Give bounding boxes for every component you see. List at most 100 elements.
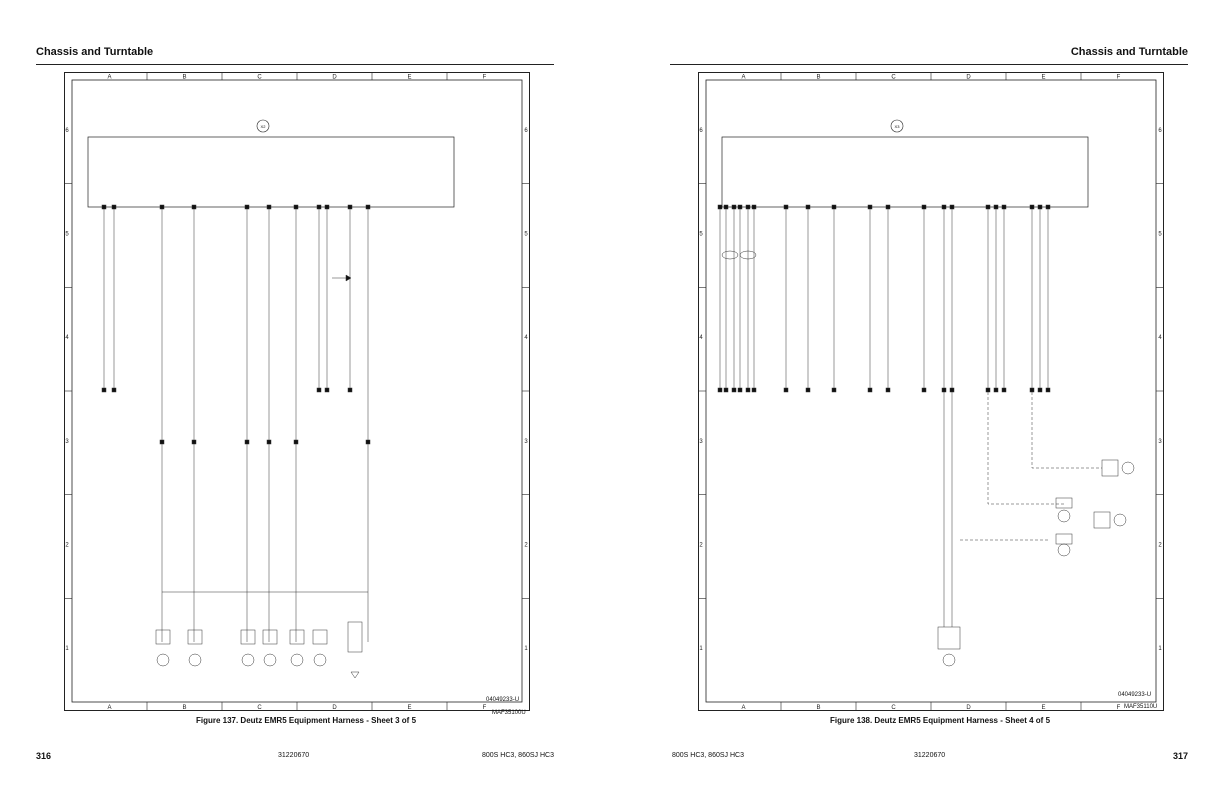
connector-pin [783, 204, 789, 210]
grid-column-label: E [1041, 75, 1045, 81]
grid-row-label: 5 [524, 232, 528, 238]
grid-row-label: 6 [699, 128, 703, 134]
grid-column-label: B [816, 75, 820, 81]
connector-pin [111, 204, 117, 210]
grid-row-label: 3 [1158, 439, 1162, 445]
connector-pin [885, 387, 891, 393]
drawing-number: 04049233-U [486, 697, 520, 703]
connector-id: X3 [895, 124, 901, 129]
component-callout [313, 653, 327, 667]
doc-number: 31220670 [914, 752, 946, 759]
grid-column-label: B [182, 75, 186, 81]
doc-number: 31220670 [278, 752, 310, 759]
connector-pin [101, 204, 107, 210]
grid-column-label: C [891, 75, 896, 81]
grid-column-label: F [1117, 705, 1121, 711]
connector-pin [921, 387, 927, 393]
connector-pin [867, 204, 873, 210]
connector-pin [244, 439, 250, 445]
connector-pin [191, 439, 197, 445]
component-callout [1057, 543, 1071, 557]
connector-pin [1001, 204, 1007, 210]
figure-caption: Figure 138. Deutz EMR5 Equipment Harness… [829, 716, 1051, 725]
sensor-symbol [347, 621, 363, 653]
connector-pin [365, 204, 371, 210]
connector-pin [266, 204, 272, 210]
grid-column-label: B [816, 705, 820, 711]
connector-pin [293, 439, 299, 445]
connector-pin [723, 387, 729, 393]
page-number: 316 [36, 751, 52, 761]
grid-row-label: 5 [1158, 232, 1162, 238]
connector-callout [890, 119, 904, 133]
grid-column-label: E [1041, 705, 1045, 711]
connector-pin [831, 387, 837, 393]
connector-pin [316, 387, 322, 393]
connector-pin [921, 204, 927, 210]
twist-symbol [721, 250, 739, 260]
sensor-symbol [937, 626, 961, 650]
connector-pin [985, 387, 991, 393]
grid-row-label: 4 [1158, 335, 1162, 341]
component-callout [156, 653, 170, 667]
connector-pin [745, 204, 751, 210]
component-callout [290, 653, 304, 667]
controller-module [721, 136, 1089, 208]
grid-row-label: 2 [1158, 543, 1162, 549]
connector-pin [731, 204, 737, 210]
section-title: Chassis and Turntable [36, 46, 154, 58]
connector-pin [316, 204, 322, 210]
model-name: 800S HC3, 860SJ HC3 [482, 752, 554, 759]
drawing-number: 04049233-U [1118, 692, 1152, 698]
grid-row-label: 4 [65, 335, 69, 341]
grid-row-label: 2 [699, 543, 703, 549]
connector-pin [191, 204, 197, 210]
connector-pin [993, 387, 999, 393]
grid-column-label: F [483, 75, 487, 81]
component-callout [942, 653, 956, 667]
connector-pin [1045, 204, 1051, 210]
switch-symbol [312, 629, 328, 645]
grid-column-label: C [257, 705, 262, 711]
switch-symbol [240, 629, 256, 645]
grid-row-label: 3 [699, 439, 703, 445]
connector-pin [1029, 387, 1035, 393]
component-callout [241, 653, 255, 667]
figure-caption: Figure 137. Deutz EMR5 Equipment Harness… [195, 716, 417, 725]
ground-icon [350, 671, 360, 679]
switch-symbol [289, 629, 305, 645]
connector-pin [324, 387, 330, 393]
grid-column-label: A [741, 705, 745, 711]
connector-pin [783, 387, 789, 393]
connector-pin [1037, 387, 1043, 393]
connector-pin [1045, 387, 1051, 393]
connector-pin [867, 387, 873, 393]
sensor-symbol [1093, 511, 1111, 529]
connector-pin [717, 204, 723, 210]
connector-pin [1001, 387, 1007, 393]
connector-pin [717, 387, 723, 393]
grid-column-label: C [257, 75, 262, 81]
image-code: MAF35110U [1124, 704, 1158, 710]
sensor-symbol [1101, 459, 1119, 477]
connector-pin [244, 204, 250, 210]
section-title: Chassis and Turntable [1070, 46, 1188, 58]
connector-pin [159, 439, 165, 445]
page-number: 317 [1172, 751, 1188, 761]
twist-symbol [739, 250, 757, 260]
grid-row-label: 3 [524, 439, 528, 445]
grid-column-label: D [332, 705, 337, 711]
component-callout [1057, 509, 1071, 523]
component-callout [263, 653, 277, 667]
connector-pin [737, 204, 743, 210]
grid-column-label: A [741, 75, 745, 81]
switch-symbol [187, 629, 203, 645]
connector-pin [365, 439, 371, 445]
grid-row-label: 3 [65, 439, 69, 445]
grid-row-label: 6 [524, 128, 528, 134]
grid-row-label: 6 [1158, 128, 1162, 134]
grid-row-label: 1 [524, 646, 528, 652]
grid-column-label: D [332, 75, 337, 81]
